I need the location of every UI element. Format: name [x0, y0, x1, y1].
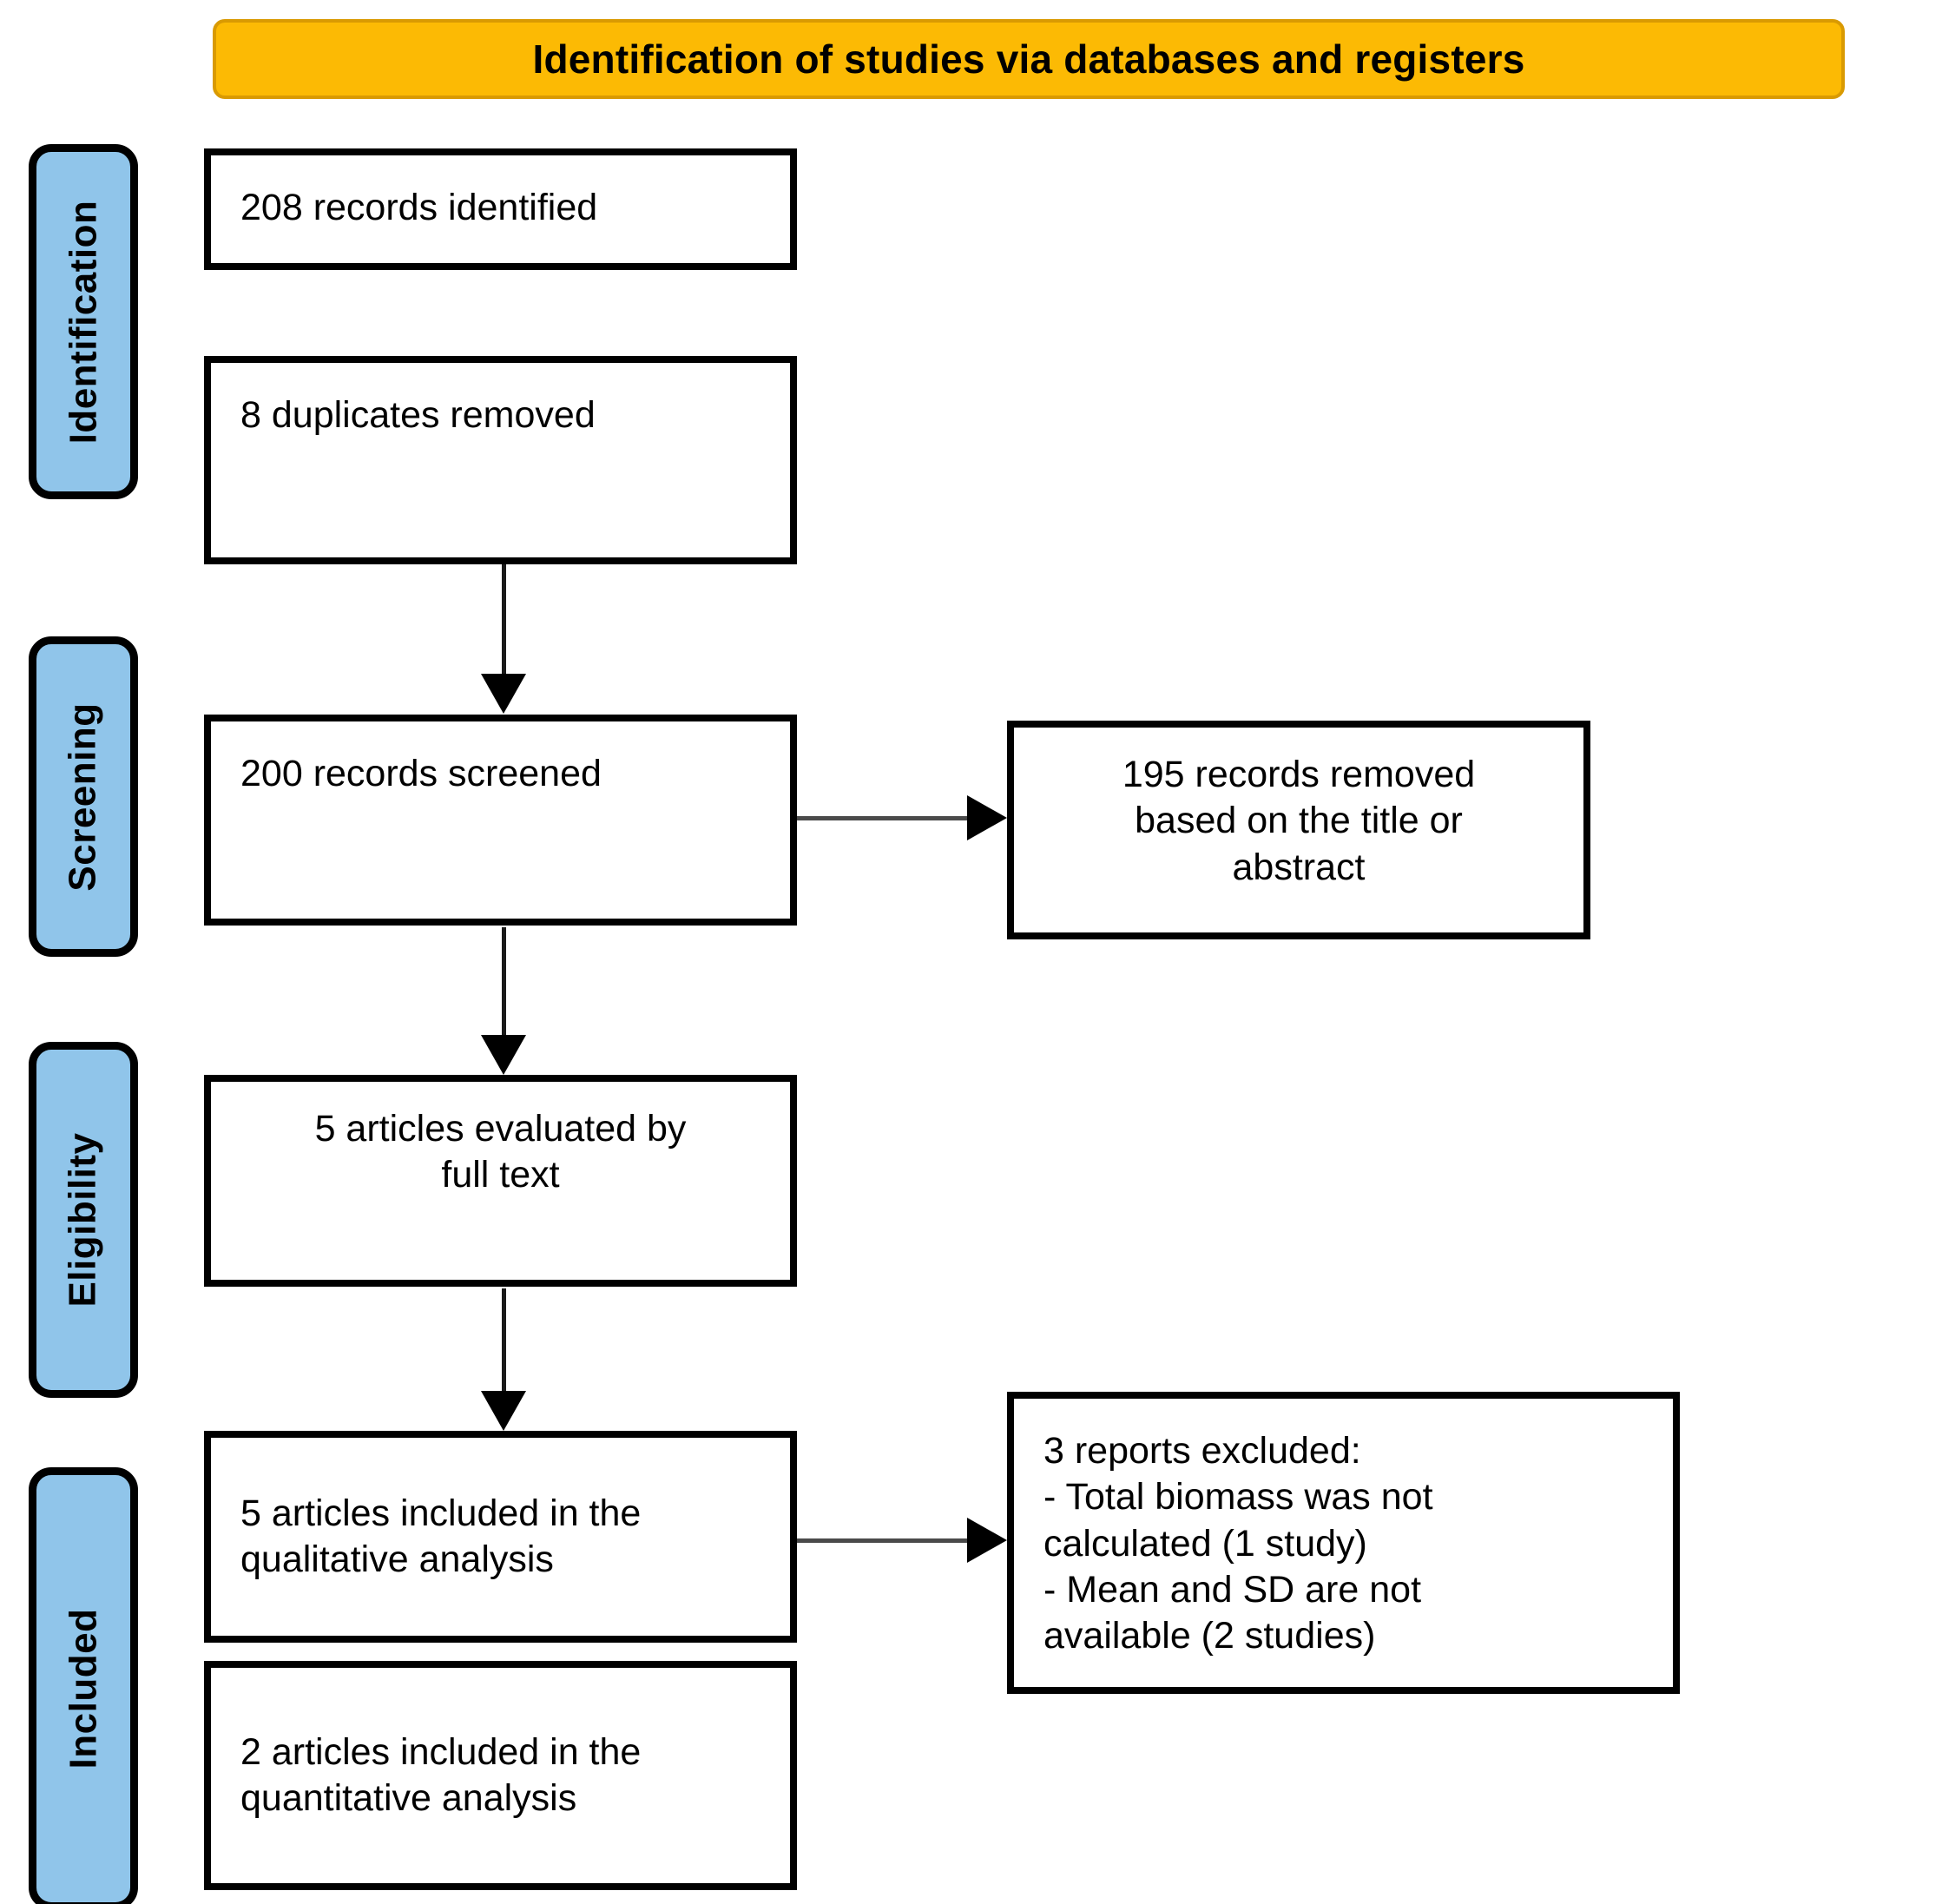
box-records-screened-text: 200 records screened	[240, 753, 602, 794]
box-quantitative-analysis: 2 articles included in the quantitative …	[204, 1661, 797, 1890]
stage-label-screening: Screening	[29, 636, 138, 957]
box-records-identified: 208 records identified	[204, 148, 797, 270]
box-articles-full-text-text: 5 articles evaluated by full text	[314, 1108, 687, 1196]
arrow-shaft	[797, 1538, 971, 1543]
arrow-shaft	[502, 564, 506, 677]
diagram-header-banner: Identification of studies via databases …	[213, 19, 1845, 99]
box-records-removed: 195 records removed based on the title o…	[1007, 721, 1590, 939]
stage-label-text: Screening	[62, 702, 104, 892]
box-quantitative-analysis-text: 2 articles included in the quantitative …	[240, 1730, 642, 1819]
stage-label-included: Included	[29, 1467, 138, 1904]
arrow-shaft	[797, 816, 971, 820]
box-qualitative-analysis: 5 articles included in the qualitative a…	[204, 1431, 797, 1643]
arrow-head	[481, 674, 526, 714]
stage-label-text: Eligibility	[62, 1132, 105, 1308]
box-records-removed-text: 195 records removed based on the title o…	[1122, 754, 1476, 888]
box-reports-excluded-text: 3 reports excluded: - Total biomass was …	[1043, 1430, 1433, 1657]
arrow-head	[481, 1035, 526, 1075]
arrow-shaft	[502, 927, 506, 1038]
box-reports-excluded: 3 reports excluded: - Total biomass was …	[1007, 1392, 1680, 1694]
box-articles-full-text: 5 articles evaluated by full text	[204, 1075, 797, 1287]
stage-label-text: Identification	[62, 200, 104, 444]
diagram-title: Identification of studies via databases …	[532, 36, 1525, 82]
box-qualitative-analysis-text: 5 articles included in the qualitative a…	[240, 1492, 642, 1580]
box-records-identified-text: 208 records identified	[240, 187, 598, 228]
box-records-screened: 200 records screened	[204, 715, 797, 926]
arrow-shaft	[502, 1288, 506, 1394]
stage-label-eligibility: Eligibility	[29, 1042, 138, 1398]
box-duplicates-removed: 8 duplicates removed	[204, 356, 797, 564]
stage-label-identification: Identification	[29, 144, 138, 499]
box-duplicates-removed-text: 8 duplicates removed	[240, 394, 596, 436]
arrow-head	[967, 795, 1007, 840]
arrow-head	[967, 1518, 1007, 1563]
stage-label-text: Included	[62, 1608, 104, 1769]
arrow-head	[481, 1391, 526, 1431]
